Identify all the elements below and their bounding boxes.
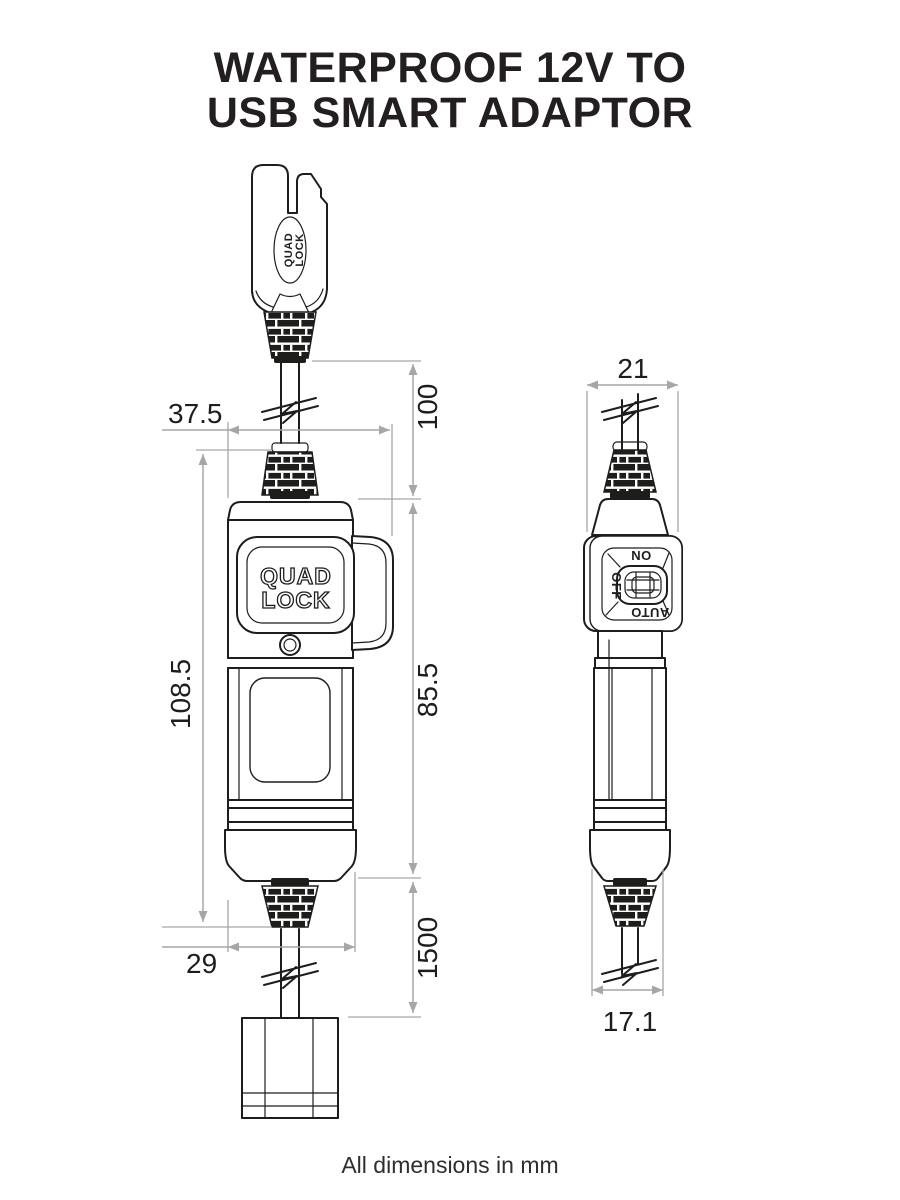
connector-logo-badge: [273, 216, 307, 284]
switch-label-off: OFF: [609, 572, 624, 600]
brand-logo-small: QUAD LOCK: [283, 233, 306, 267]
switch-bulge: [351, 535, 394, 651]
logo-face-outer: [236, 536, 355, 634]
mode-switch-plate: ON OFF AUTO: [583, 535, 683, 632]
strain-relief-body-top: [261, 442, 319, 499]
brand-logo-front: QUAD LOCK: [259, 562, 332, 613]
body-top-cap: [227, 501, 354, 521]
brand-word-1: QUAD: [283, 233, 295, 267]
dim-width-body: 29: [186, 948, 217, 979]
strain-relief-top-plug: [263, 311, 317, 363]
page-title-line-2: USB SMART ADAPTOR: [206, 88, 694, 137]
sae-12v-connector: QUAD LOCK: [251, 164, 328, 314]
cable-break-icon: [261, 962, 319, 989]
side-ridge: [593, 821, 667, 831]
adaptor-body-side: ON OFF AUTO: [583, 498, 683, 886]
mode-switch-knob: [605, 552, 670, 616]
adaptor-body-front: QUAD LOCK: [224, 501, 394, 886]
side-mid-section: [593, 667, 667, 801]
cable-top: [261, 362, 319, 444]
cable-bottom: [261, 928, 319, 1019]
switch-label-on: ON: [631, 548, 652, 563]
led-indicator: [279, 634, 301, 656]
brand-word-1: QUAD: [260, 563, 332, 589]
front-view: QUAD LOCK: [162, 164, 443, 1119]
side-top-cap: [591, 498, 669, 536]
dim-cable-bottom: 1500: [412, 917, 443, 979]
dim-height-body: 85.5: [412, 663, 443, 718]
side-band: [594, 657, 666, 669]
cable-break-icon: [601, 397, 659, 424]
brand-word-2: LOCK: [261, 587, 330, 613]
body-ridge: [227, 821, 354, 831]
body-bottom-skirt: [224, 829, 357, 882]
side-groove: [593, 807, 667, 823]
strain-relief-side-top: [603, 441, 657, 499]
front-dimensions: 37.5 100 85.5 1500 108.5 29: [162, 360, 443, 1018]
side-ridge: [593, 799, 667, 809]
body-ridge: [227, 799, 354, 809]
cable-break-icon: [601, 959, 659, 986]
dim-width-overall: 37.5: [168, 398, 223, 429]
strain-relief-body-bottom: [261, 885, 319, 928]
side-dimensions: 21 17.1: [586, 353, 679, 1037]
cable-top-side: [601, 393, 659, 451]
strain-relief-side-bottom: [602, 885, 658, 927]
page-title: WATERPROOF 12V TO USB SMART ADAPTOR: [0, 46, 900, 135]
dim-cable-top: 100: [412, 384, 443, 431]
page-title-line-1: WATERPROOF 12V TO: [213, 44, 687, 92]
usb-connector: [241, 1017, 339, 1119]
cable-bottom-side: [601, 927, 659, 986]
cable-break-icon: [261, 397, 319, 424]
label-recess: [249, 677, 331, 783]
side-neck: [597, 630, 663, 659]
side-view: ON OFF AUTO: [583, 353, 683, 1037]
body-groove: [227, 807, 354, 823]
brand-word-2: LOCK: [294, 233, 306, 266]
dim-width-top: 21: [617, 353, 648, 384]
dimensions-note: All dimensions in mm: [341, 1152, 559, 1178]
switch-label-auto: AUTO: [631, 605, 670, 620]
dim-width-bottom: 17.1: [603, 1006, 658, 1037]
dim-height-overall: 108.5: [165, 659, 196, 729]
side-bottom-skirt: [589, 829, 671, 882]
logo-face-inner: [246, 546, 345, 624]
